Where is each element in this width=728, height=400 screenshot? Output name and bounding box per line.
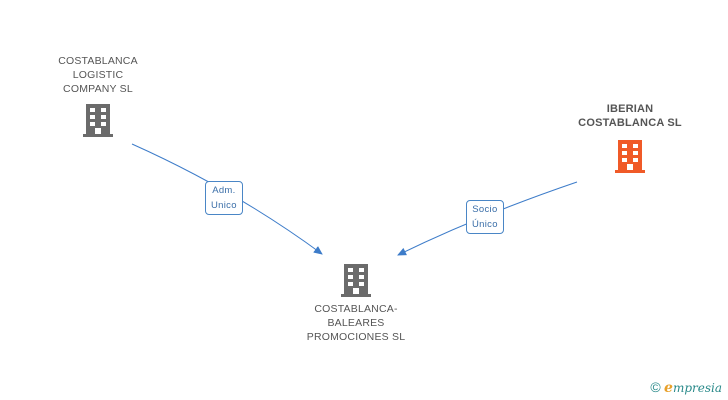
footer-brand: © empresia [650, 379, 722, 396]
copyright-icon: © [650, 379, 661, 395]
edge-label-adm-unico[interactable]: Adm. Unico [205, 181, 243, 215]
node-label: COSTABLANCA- BALEARES PROMOCIONES SL [306, 303, 406, 343]
node-costablanca-baleares[interactable]: COSTABLANCA- BALEARES PROMOCIONES SL [298, 262, 414, 344]
node-iberian-costablanca[interactable]: IBERIAN COSTABLANCA SL [570, 102, 690, 174]
node-label: COSTABLANCA LOGISTIC COMPANY SL [58, 55, 138, 95]
edge-label-socio-unico[interactable]: Socio Único [466, 200, 504, 234]
building-icon [615, 140, 645, 173]
building-icon [341, 264, 371, 297]
building-icon [83, 104, 113, 137]
node-costablanca-logistic[interactable]: COSTABLANCA LOGISTIC COMPANY SL [48, 54, 148, 138]
node-label: IBERIAN COSTABLANCA SL [578, 103, 682, 129]
brand-logo[interactable]: empresia [664, 380, 722, 396]
